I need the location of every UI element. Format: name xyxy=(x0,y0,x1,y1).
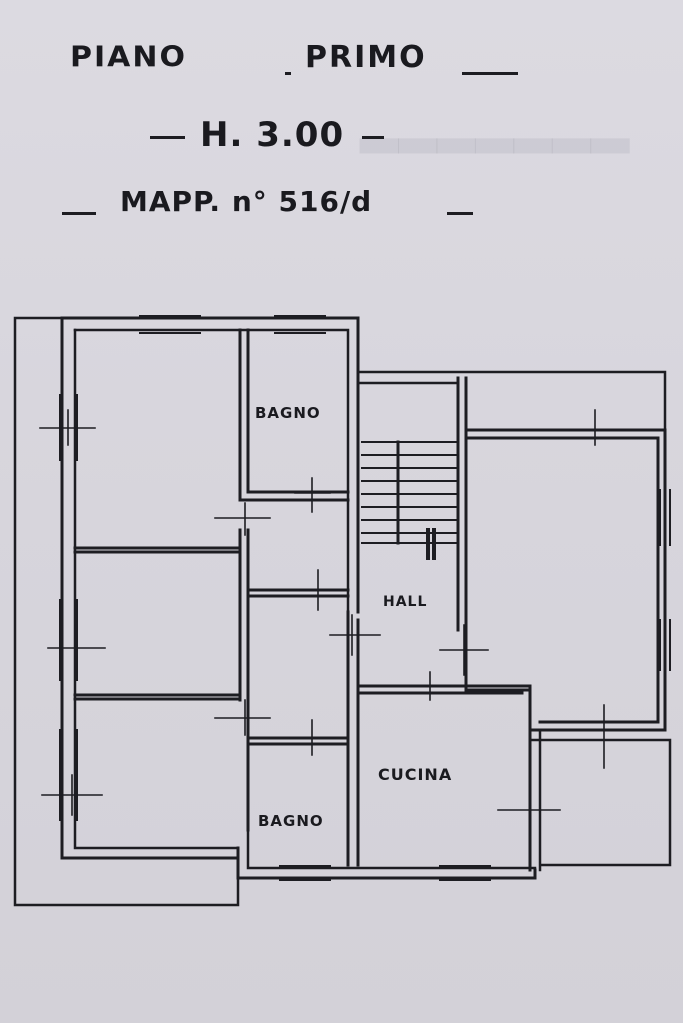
wall-bagno-bottom xyxy=(236,846,537,880)
floor-plan: BAGNO HALL CUCINA BAGNO xyxy=(13,315,672,907)
window-mark xyxy=(659,489,671,671)
wall-corridor xyxy=(246,588,350,598)
room-label-cucina: CUCINA xyxy=(378,765,452,784)
floor-height: H. 3.00 xyxy=(200,115,345,155)
staircase xyxy=(361,440,459,560)
level-name: PRIMO xyxy=(305,40,427,75)
wall-hall xyxy=(356,370,667,432)
wall-bagno-bottom xyxy=(246,742,537,870)
wall-bagno-top xyxy=(238,328,350,502)
header-dash xyxy=(462,72,518,75)
window-mark xyxy=(59,599,78,681)
show-through-text: ▂▂▂▂▂▂▂ xyxy=(360,95,630,153)
outer-wall xyxy=(60,316,360,614)
outer-wall xyxy=(60,316,240,860)
window-mark xyxy=(139,315,201,334)
header-dash xyxy=(285,72,291,75)
wall-divider xyxy=(73,693,242,701)
window-mark xyxy=(279,865,491,881)
wall-room-right xyxy=(464,428,667,732)
door-marks xyxy=(39,409,631,836)
room-label-hall: HALL xyxy=(383,594,427,610)
wall-bagno-bottom xyxy=(246,736,350,746)
cadastral-reference: MAPP. n° 516/d xyxy=(120,185,373,218)
header-dash xyxy=(362,136,384,139)
wall-room-right xyxy=(528,728,672,872)
window-mark xyxy=(274,315,326,334)
outer-wall xyxy=(73,328,240,850)
balcony-outline xyxy=(13,316,240,907)
room-label-bagno-bottom: BAGNO xyxy=(258,812,324,830)
wall-divider xyxy=(73,546,242,554)
header-dash xyxy=(150,136,185,139)
level-label: PIANO xyxy=(70,40,187,75)
window-mark xyxy=(59,729,78,821)
room-label-bagno-top: BAGNO xyxy=(255,404,321,422)
header-dash xyxy=(62,212,96,215)
header-dash xyxy=(447,212,473,215)
wall-hall xyxy=(346,610,360,867)
outer-wall xyxy=(73,328,350,614)
